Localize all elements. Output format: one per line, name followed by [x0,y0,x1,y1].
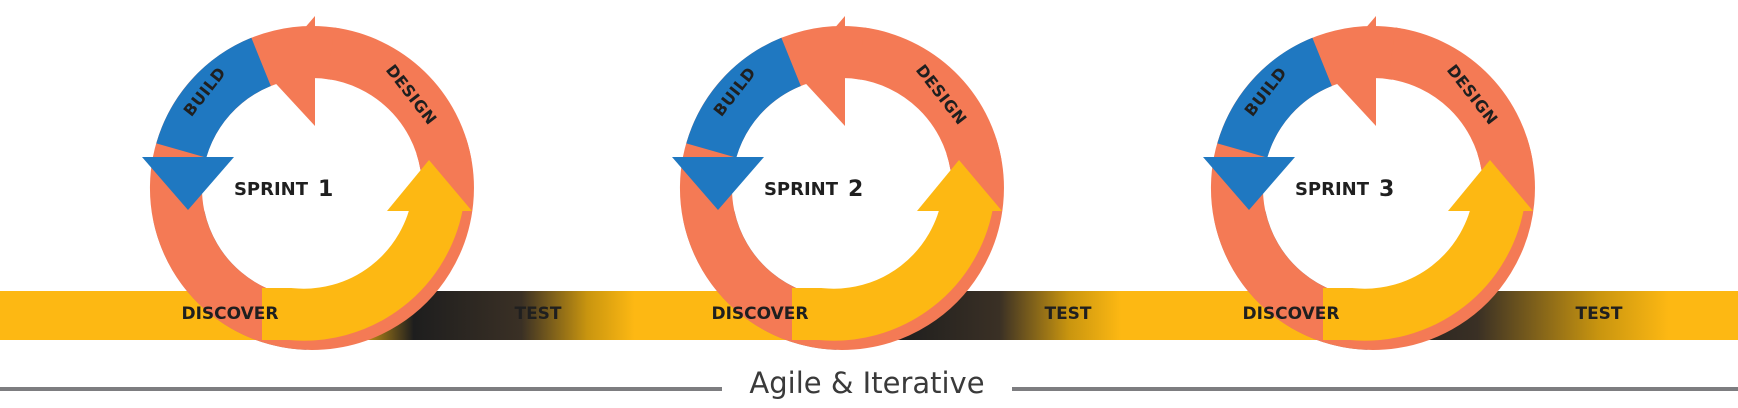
sprint-label: SPRINT [1295,179,1370,200]
build-arc [156,37,272,159]
design-arc-body [1387,27,1533,170]
build-arrowhead [1203,157,1295,210]
sprint-number: 3 [1379,177,1394,202]
sprint-label: SPRINT [234,179,309,200]
sprint-number: 2 [848,177,863,202]
sprint-label: SPRINT [764,179,839,200]
build-arrowhead [142,157,234,210]
sprint-number: 1 [318,177,333,202]
discover-label: DISCOVER [711,304,808,324]
test-arrowhead [917,160,1002,211]
test-label: TEST [1575,304,1622,324]
discover-label: DISCOVER [181,304,278,324]
footer-label: Agile & Iterative [749,366,985,400]
footer-line-left [0,387,722,391]
test-arrowhead [1448,160,1533,211]
design-arc-body [856,27,1002,170]
test-label: TEST [514,304,561,324]
design-arrowhead [1327,16,1376,126]
footer-line-right [1012,387,1738,391]
discover-label: DISCOVER [1242,304,1339,324]
design-arrowhead [266,16,315,126]
build-arc [1217,37,1333,159]
build-arc [686,37,802,159]
test-label: TEST [1044,304,1091,324]
footer: Agile & Iterative [0,365,1738,405]
test-arc [1323,195,1525,341]
test-arrowhead [387,160,472,211]
design-arrowhead [796,16,845,126]
test-arc [792,195,994,341]
design-arc-body [326,27,472,170]
test-arc [262,195,464,341]
build-arrowhead [672,157,764,210]
